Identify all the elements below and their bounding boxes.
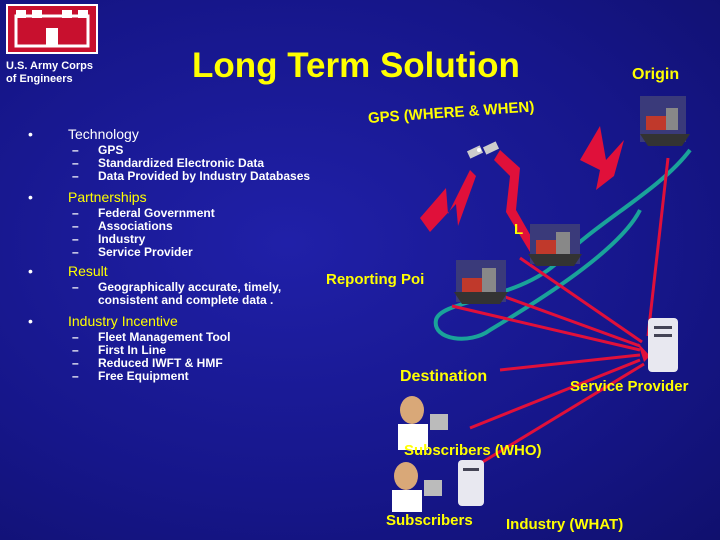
barge-icon [528,224,582,266]
bullet-result: • Result [28,263,108,279]
satellite-icon [466,141,500,159]
list-item: –Free Equipment [72,369,189,383]
list-item: –Standardized Electronic Data [72,156,265,170]
destination-label: Destination [400,368,488,385]
lightning-bolt-icon [494,150,540,252]
subscribers-who-label: Subscribers (WHO) [404,442,542,459]
sub-list-result: –Geographically accurate, timely, consis… [72,281,328,307]
list-item: –Geographically accurate, timely, consis… [72,280,282,307]
page-title: Long Term Solution [192,46,520,85]
list-item: –Reduced IWFT & HMF [72,356,223,370]
list-item: –GPS [72,143,124,157]
list-item: –Industry [72,232,146,246]
lightning-bolt-icon [420,170,476,232]
bullet-list: • Technology –GPS –Standardized Electron… [28,126,328,387]
bullet-label: Result [68,263,108,279]
barge-icon [454,260,508,304]
sub-list-technology: –GPS –Standardized Electronic Data –Data… [72,144,328,183]
data-arrows [451,157,670,468]
bullet-label: Industry Incentive [68,313,178,329]
sub-list-industry-incentive: –Fleet Management Tool –First In Line –R… [72,331,328,383]
organization-name: U.S. Army Corps of Engineers [6,60,94,85]
usace-logo [6,4,98,54]
list-item: –Data Provided by Industry Databases [72,169,311,183]
list-item: –Fleet Management Tool [72,330,231,344]
bullet-label: Technology [68,126,139,142]
person-at-computer-icon [392,462,442,512]
lock-label: L [514,221,524,238]
sub-list-partnerships: –Federal Government –Associations –Indus… [72,207,328,259]
person-at-computer-icon [398,396,448,450]
list-item: –Service Provider [72,245,193,259]
bullet-industry-incentive: • Industry Incentive [28,313,178,329]
bullet-technology: • Technology [28,126,139,142]
castle-icon [14,10,90,48]
bullet-label: Partnerships [68,189,147,205]
list-item: –First In Line [72,343,167,357]
router-icon [458,460,484,506]
barge-icon [640,96,690,146]
list-item: –Federal Government [72,206,215,220]
subscribers-label: Subscribers [386,512,473,529]
router-icon [648,318,678,372]
service-provider-label: Service Provider [570,378,689,395]
origin-label: Origin [632,66,680,83]
reporting-point-label: Reporting Poi [326,271,425,288]
lightning-bolt-icon [580,126,624,190]
list-item: –Associations [72,219,173,233]
industry-what-label: Industry (WHAT) [506,516,624,533]
bullet-partnerships: • Partnerships [28,189,147,205]
